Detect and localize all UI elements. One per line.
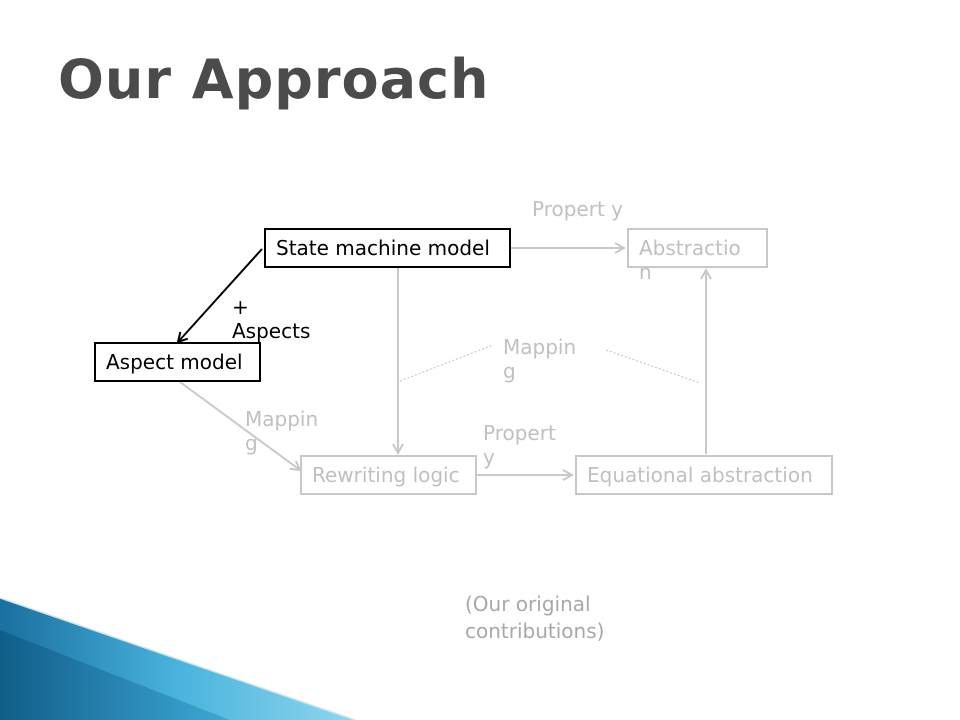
node-aspect-model-label: Aspect model <box>106 350 243 374</box>
mapping-dotted-line-right <box>605 349 701 384</box>
node-rewriting-logic-label: Rewriting logic <box>312 463 460 487</box>
node-equational-abstraction: Equational abstraction <box>575 455 833 495</box>
node-state-machine-model: State machine model <box>264 228 511 268</box>
contributions-note: (Our original contributions) <box>465 592 605 643</box>
mapping-dotted-line-left <box>399 344 494 382</box>
page-title: Our Approach <box>58 48 490 111</box>
node-equational-abstraction-label: Equational abstraction <box>587 463 813 487</box>
edge-label-aspects: + Aspects <box>232 295 311 343</box>
node-rewriting-logic: Rewriting logic <box>300 455 477 495</box>
corner-swoosh-decoration <box>0 597 356 720</box>
node-state-machine-model-label: State machine model <box>276 236 490 260</box>
edge-label-property-bottom: Propert y <box>483 421 556 469</box>
node-aspect-model: Aspect model <box>94 342 261 382</box>
node-abstraction: Abstractio n <box>627 228 768 284</box>
edge-state-machine-to-aspect-model <box>178 248 263 342</box>
node-abstraction-label: Abstractio n <box>639 236 741 284</box>
edge-label-mapping-left: Mappin g <box>245 407 319 455</box>
edge-aspect-model-to-rewriting-logic <box>179 381 300 470</box>
edge-label-property-top: Propert y <box>532 197 623 221</box>
edge-label-mapping-middle: Mappin g <box>503 335 577 383</box>
